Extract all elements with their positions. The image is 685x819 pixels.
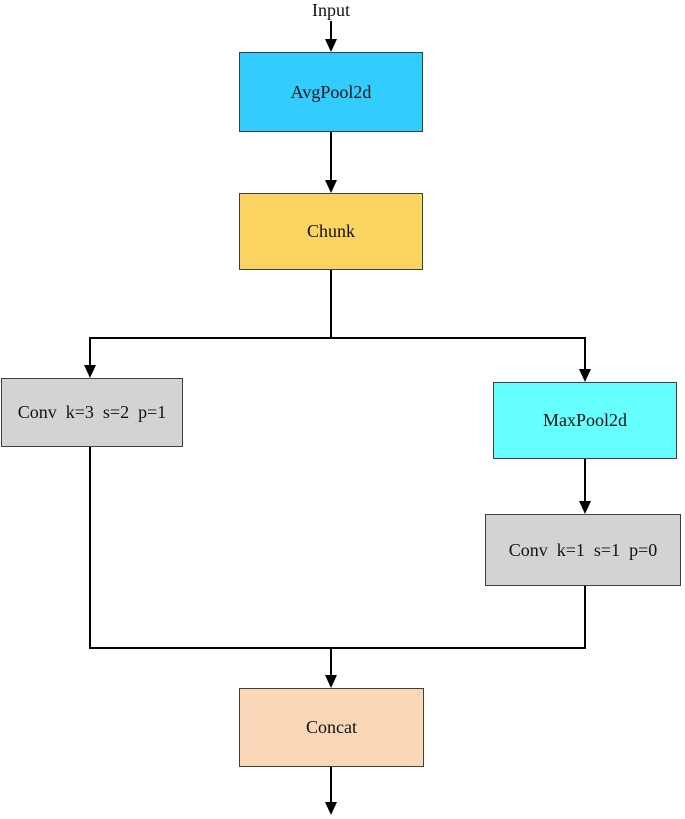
node-avgpool: AvgPool2d bbox=[239, 52, 423, 132]
edge-concat-output bbox=[330, 767, 332, 803]
node-chunk: Chunk bbox=[239, 193, 423, 270]
edge-maxpool-conv-right bbox=[584, 459, 586, 502]
node-concat-label: Concat bbox=[306, 717, 357, 737]
arrowhead-down-icon bbox=[325, 39, 337, 52]
edge-conv-right-merge bbox=[584, 586, 586, 649]
node-maxpool: MaxPool2d bbox=[493, 382, 677, 459]
arrowhead-down-icon bbox=[579, 369, 591, 382]
edge-conv-left-merge bbox=[89, 447, 91, 649]
arrowhead-down-icon bbox=[325, 802, 337, 815]
node-conv-left-label: Conv k=3 s=2 p=1 bbox=[17, 402, 167, 422]
edge-merge-concat bbox=[330, 647, 332, 675]
node-conv-left: Conv k=3 s=2 p=1 bbox=[1, 378, 183, 447]
arrowhead-down-icon bbox=[325, 180, 337, 193]
node-maxpool-label: MaxPool2d bbox=[542, 410, 627, 430]
node-conv-right: Conv k=1 s=1 p=0 bbox=[485, 514, 681, 586]
edge-input-avgpool bbox=[330, 21, 332, 40]
node-avgpool-label: AvgPool2d bbox=[290, 81, 372, 102]
node-concat: Concat bbox=[239, 688, 424, 767]
edge-chunk-split bbox=[330, 270, 332, 339]
node-chunk-label: Chunk bbox=[306, 221, 355, 241]
edge-avgpool-chunk bbox=[330, 132, 332, 181]
arrowhead-down-icon bbox=[325, 675, 337, 688]
node-conv-right-label: Conv k=1 s=1 p=0 bbox=[508, 539, 658, 560]
edge-chunk-maxpool bbox=[584, 337, 586, 370]
input-label: Input bbox=[312, 0, 350, 20]
split-line bbox=[89, 337, 586, 339]
merge-line bbox=[89, 647, 586, 649]
arrowhead-down-icon bbox=[579, 501, 591, 514]
edge-chunk-conv-left bbox=[89, 337, 91, 366]
arrowhead-down-icon bbox=[84, 365, 96, 378]
